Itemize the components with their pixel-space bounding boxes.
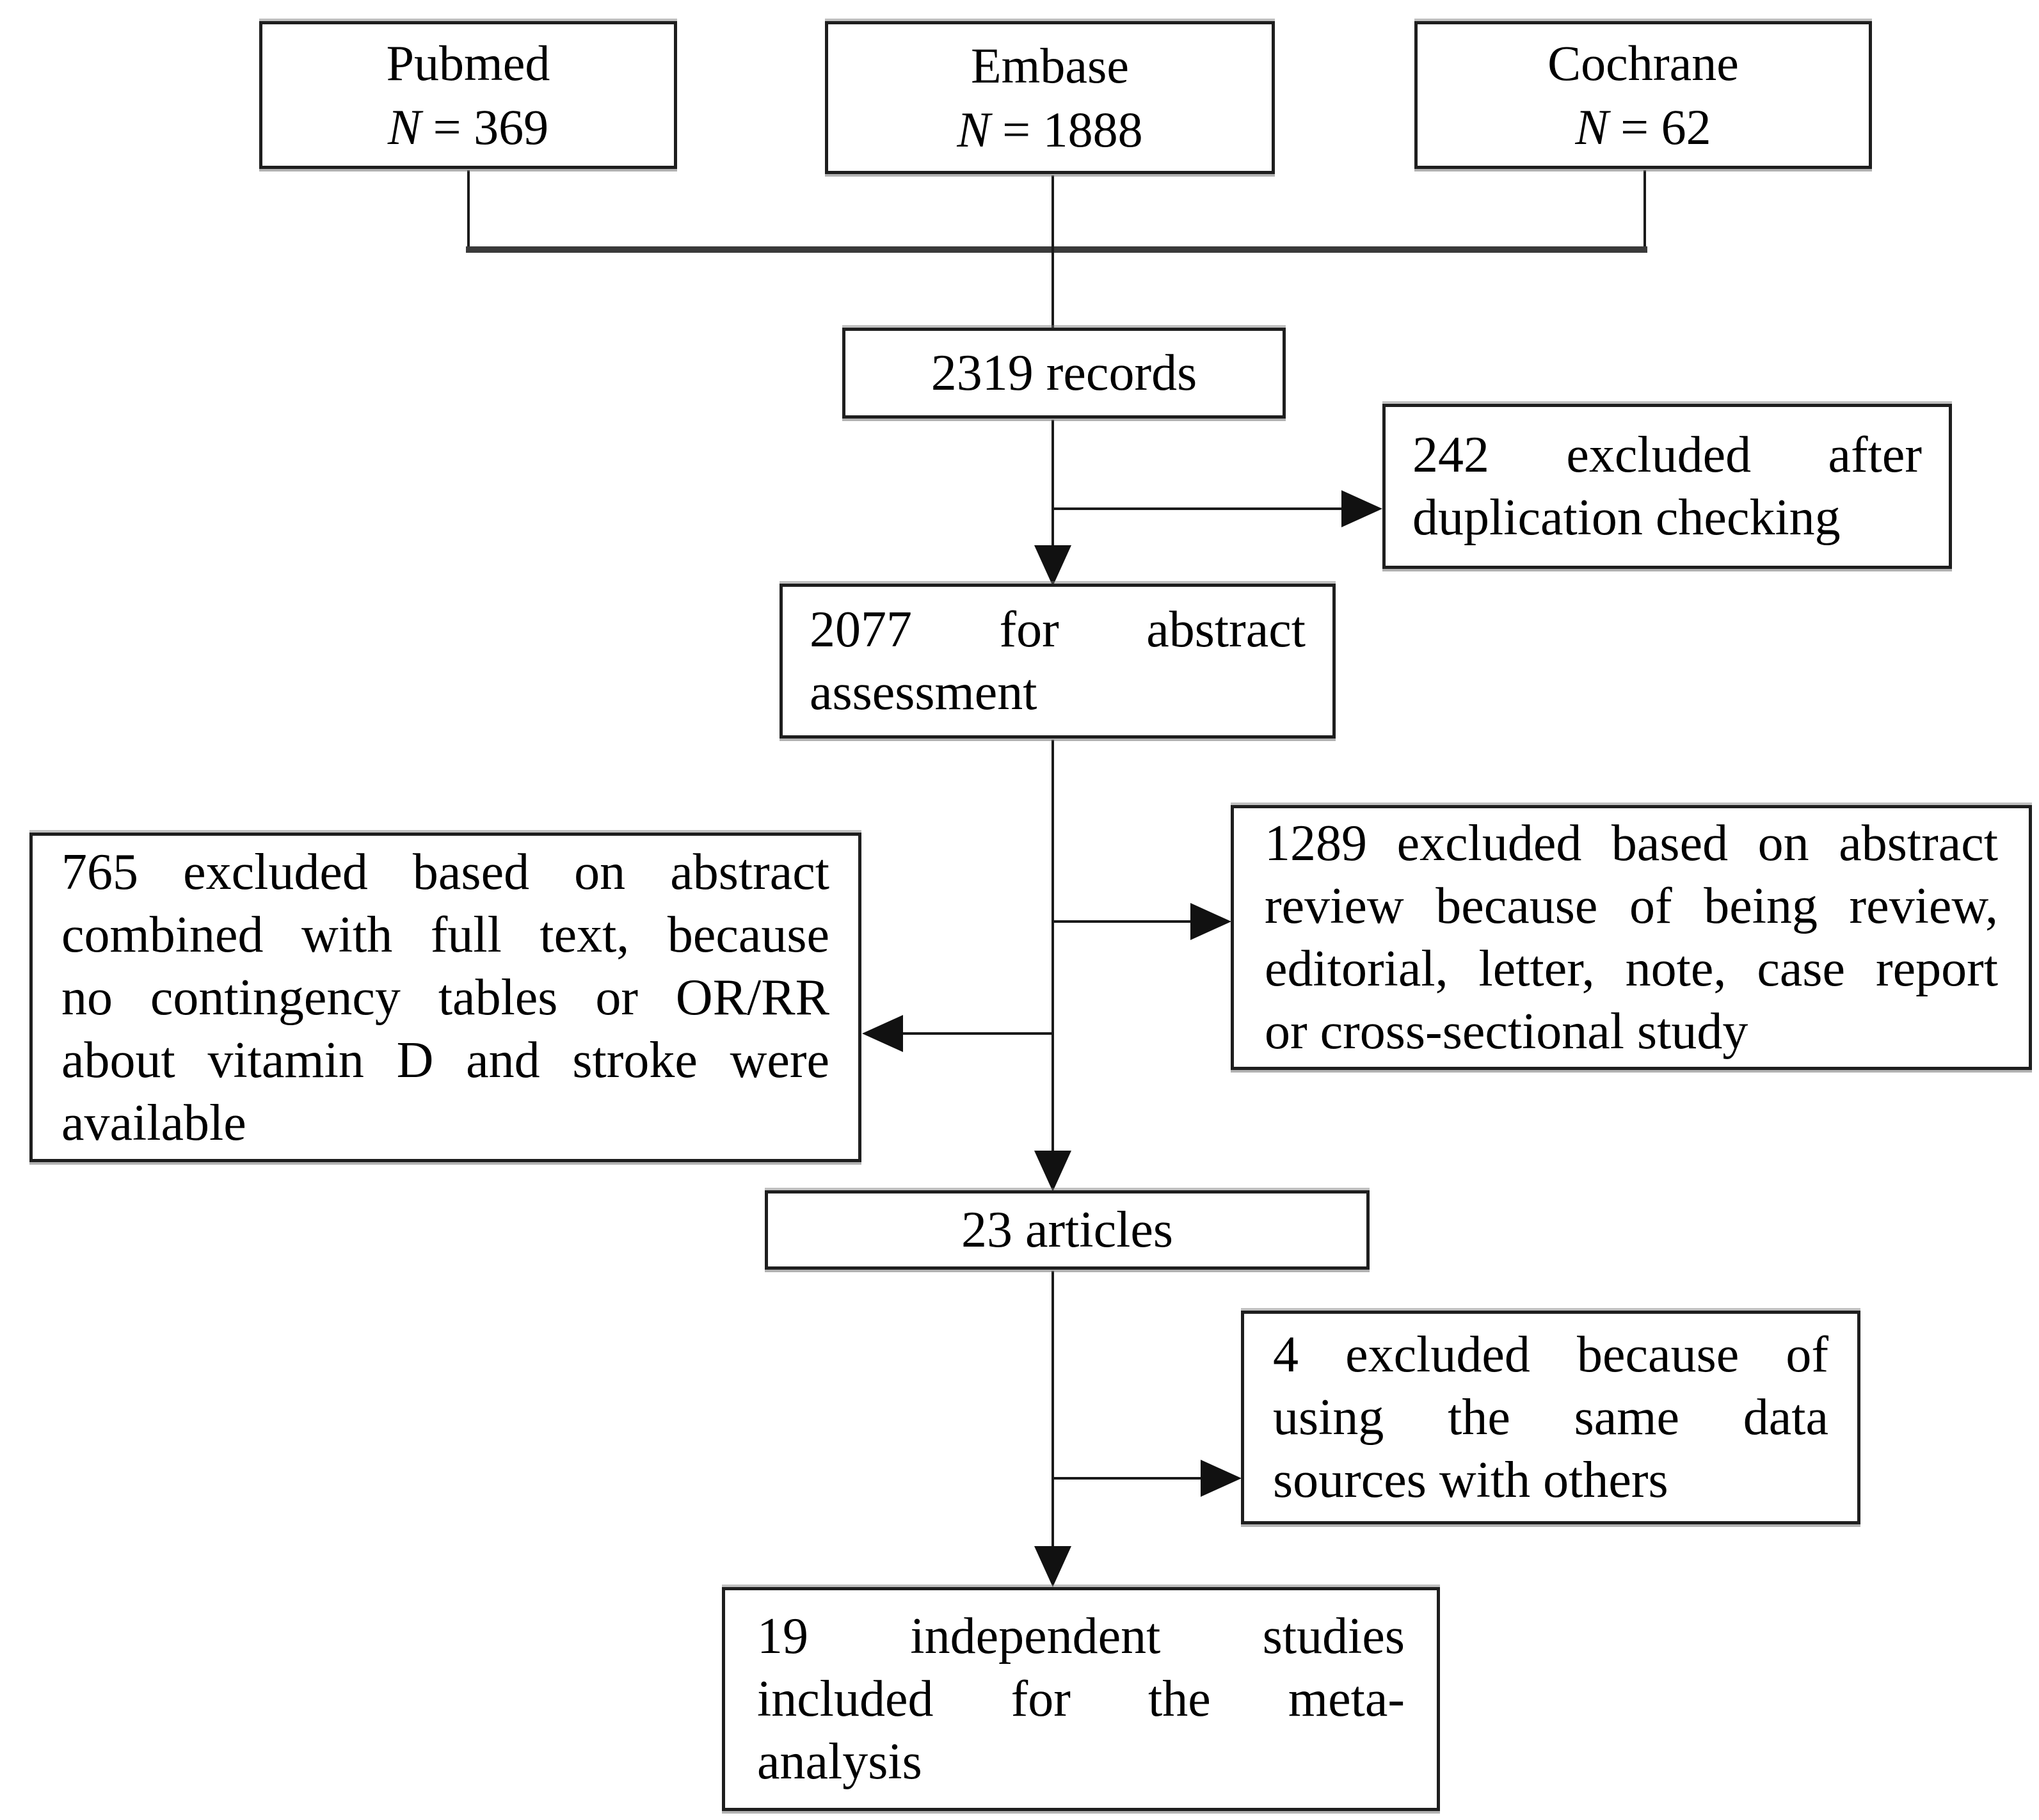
source-name: Embase bbox=[971, 37, 1129, 93]
box-text-line: sources with others bbox=[1273, 1452, 1668, 1508]
box-text-line: analysis bbox=[757, 1734, 922, 1790]
abstract-assessment-box: 2077 for abstract assessment bbox=[780, 584, 1336, 738]
arrowhead-into-dedup bbox=[1341, 490, 1382, 527]
articles-box: 23 articles bbox=[765, 1190, 1370, 1270]
box-text-line: review because of being review, bbox=[1265, 878, 1998, 934]
arrowhead-into-included bbox=[1034, 1546, 1071, 1587]
dedup-excluded-box: 242 excluded after duplication checking bbox=[1382, 404, 1952, 569]
abstract-review-excluded-box: 1289 excluded based on abstract review b… bbox=[1231, 805, 2032, 1070]
n-symbol: N bbox=[387, 99, 421, 155]
articles-label: 23 articles bbox=[961, 1202, 1173, 1258]
box-text-line: duplication checking bbox=[1412, 490, 1841, 546]
box-text-line: 19 independent studies bbox=[757, 1608, 1405, 1664]
arrowhead-into-abstract-excluded bbox=[1190, 903, 1231, 940]
arrowhead-into-same-data bbox=[1201, 1460, 1242, 1497]
included-studies-box: 19 independent studies included for the … bbox=[722, 1587, 1440, 1811]
arrowhead-into-assessment bbox=[1034, 545, 1071, 586]
n-symbol: N bbox=[1575, 99, 1609, 155]
arrowhead-into-fulltext-excluded bbox=[862, 1015, 903, 1052]
box-text-line: about vitamin D and stroke were bbox=[61, 1032, 829, 1089]
source-box-cochrane: Cochrane N= 62 bbox=[1414, 21, 1872, 169]
box-text-line: combined with full text, because bbox=[61, 906, 829, 963]
box-text-line: available bbox=[61, 1094, 246, 1151]
n-value: = 369 bbox=[433, 99, 549, 155]
fulltext-excluded-box: 765 excluded based on abstract combined … bbox=[29, 833, 861, 1162]
box-text-line: editorial, letter, note, case report bbox=[1265, 941, 1998, 997]
box-text-line: 2077 for abstract bbox=[810, 602, 1306, 658]
records-label: 2319 records bbox=[931, 345, 1197, 401]
records-box: 2319 records bbox=[842, 328, 1286, 419]
source-name: Cochrane bbox=[1547, 35, 1739, 91]
box-text-line: 242 excluded after bbox=[1412, 427, 1922, 483]
box-text-line: included for the meta- bbox=[757, 1671, 1405, 1727]
source-name: Pubmed bbox=[386, 35, 550, 91]
box-text-line: or cross-sectional study bbox=[1265, 1003, 1748, 1060]
n-symbol: N bbox=[957, 101, 991, 157]
box-text-line: using the same data bbox=[1273, 1389, 1828, 1446]
n-value: = 62 bbox=[1620, 99, 1711, 155]
box-text-line: 1289 excluded based on abstract bbox=[1265, 815, 1998, 872]
source-box-pubmed: Pubmed N= 369 bbox=[259, 21, 677, 169]
same-data-excluded-box: 4 excluded because of using the same dat… bbox=[1241, 1311, 1860, 1524]
source-box-embase: Embase N= 1888 bbox=[825, 21, 1275, 174]
box-text-line: 765 excluded based on abstract bbox=[61, 843, 829, 900]
n-value: = 1888 bbox=[1002, 101, 1143, 157]
box-text-line: 4 excluded because of bbox=[1273, 1327, 1828, 1383]
box-text-line: assessment bbox=[810, 664, 1037, 721]
source-count: N= 62 bbox=[1418, 95, 1869, 159]
source-count: N= 1888 bbox=[828, 98, 1272, 162]
source-count: N= 369 bbox=[262, 95, 674, 159]
box-text-line: no contingency tables or OR/RR bbox=[61, 969, 829, 1026]
arrowhead-into-articles bbox=[1034, 1151, 1071, 1192]
